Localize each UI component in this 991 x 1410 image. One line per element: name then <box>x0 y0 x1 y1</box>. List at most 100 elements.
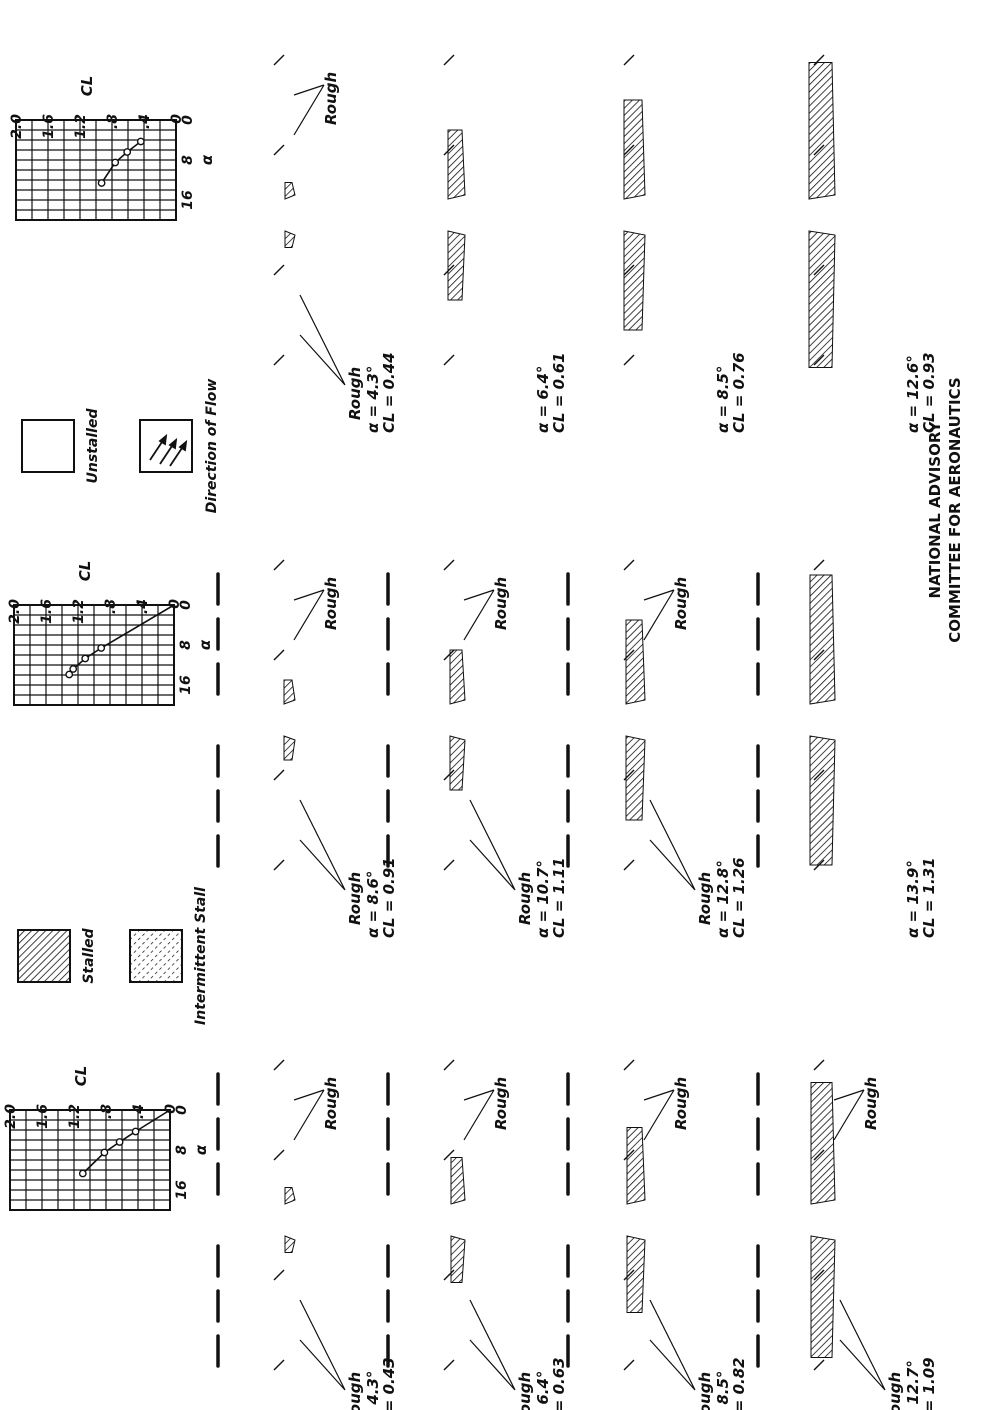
alpha-label: α = 4.3° <box>364 366 382 433</box>
alpha-label: α = 8.5° <box>714 366 732 433</box>
airplane-planform <box>224 540 412 901</box>
legend: Stalled Intermittent Stall Unstalled Dir… <box>17 379 220 1025</box>
alpha-tick-label: 16 <box>174 1180 190 1200</box>
cl-label: CL = 0.93 <box>920 352 938 433</box>
cl-label: CL = 1.31 <box>920 857 938 938</box>
rough-label: Rough <box>322 577 340 630</box>
legend-intermittent-stall: Intermittent Stall <box>129 887 209 1025</box>
airplane-planform <box>764 540 952 901</box>
chart-point <box>81 654 90 663</box>
legend-unstalled-label: Unstalled <box>85 408 101 484</box>
cl-axis-label: CL <box>76 561 94 582</box>
airplane-panel <box>216 540 412 901</box>
airplane-planform <box>574 35 762 396</box>
alpha-label: α = 6.4° <box>534 1371 552 1410</box>
airplane-planform <box>224 1040 412 1401</box>
flow-arrows <box>623 54 635 366</box>
stalled-region <box>626 1127 646 1313</box>
cl-tick-label: 2.0 <box>9 114 25 139</box>
airplane-panel <box>566 540 762 901</box>
rough-leader-lines <box>643 589 696 891</box>
rough-label: Rough <box>492 1077 510 1130</box>
stalled-region <box>450 1157 466 1283</box>
flow-arrows <box>273 559 285 871</box>
airplane-planform <box>394 35 582 396</box>
rough-label: Rough <box>322 1077 340 1130</box>
airplane-panel <box>756 1040 952 1401</box>
cl-tick-label: .8 <box>105 114 121 129</box>
chart-point <box>69 665 78 673</box>
alpha-axis-label: α <box>198 154 216 165</box>
cl-tick-label: 2.0 <box>3 1104 19 1129</box>
chart-series-line <box>100 140 142 184</box>
cl-tick-label: 0 <box>169 114 185 124</box>
alpha-label: α = 13.9° <box>904 860 922 938</box>
chart-grid <box>9 1109 171 1211</box>
legend-intermittent-label: Intermittent Stall <box>193 887 209 1025</box>
airplane-planform <box>224 35 412 396</box>
rough-label: Rough <box>346 367 364 420</box>
alpha-label: α = 4.3° <box>364 1371 382 1410</box>
chart-point <box>111 158 120 167</box>
cl-label: CL = 0.61 <box>550 352 568 433</box>
airplane-planform <box>394 540 582 901</box>
alpha-label: α = 12.7° <box>904 1360 922 1410</box>
alpha-label: α = 6.4° <box>534 366 552 433</box>
alpha-tick-label: 8 <box>174 1145 190 1155</box>
stalled-region <box>449 649 466 791</box>
rough-label: Rough <box>516 1372 534 1410</box>
chart-point <box>100 1148 109 1157</box>
flow-arrows <box>813 54 825 366</box>
rough-leader-lines <box>293 1089 346 1391</box>
alpha-label: α = 12.6° <box>904 355 922 433</box>
airplane-planform <box>764 1040 952 1401</box>
alpha-tick-label: 8 <box>180 155 196 165</box>
rough-label: Rough <box>516 872 534 925</box>
alpha-tick-label: 0 <box>174 1105 190 1115</box>
airplane-panel <box>394 35 582 396</box>
airplane-panel <box>386 1040 582 1401</box>
alpha-tick-label: 0 <box>178 600 194 610</box>
flow-arrows <box>623 559 635 871</box>
cl-tick-label: 1.6 <box>39 599 55 624</box>
rough-label: Rough <box>862 1077 880 1130</box>
stalled-region <box>283 679 296 761</box>
rough-leader-lines <box>463 1089 516 1391</box>
chart-point <box>65 670 74 679</box>
airplane-panel <box>216 1040 412 1401</box>
stalled-region <box>284 182 296 248</box>
cl-tick-label: 0 <box>163 1104 179 1114</box>
legend-stalled-label: Stalled <box>81 927 97 983</box>
alpha-tick-label: 16 <box>180 190 196 210</box>
chart-point <box>97 179 106 187</box>
cl-axis-label: CL <box>78 76 96 97</box>
chart-grid <box>13 604 175 706</box>
flow-arrows <box>443 559 455 871</box>
legend-direction-label: Direction of Flow <box>204 379 220 514</box>
chart-point <box>115 1138 124 1146</box>
chart-point <box>131 1127 140 1136</box>
legend-direction-of-flow: Direction of Flow <box>139 379 220 514</box>
cl-label: CL = 1.26 <box>730 857 748 938</box>
chart-point <box>123 148 132 156</box>
cl-tick-label: 1.6 <box>41 114 57 139</box>
cl-tick-label: 2.0 <box>7 599 23 624</box>
cl-label: CL = 1.11 <box>550 857 568 938</box>
alpha-tick-label: 16 <box>178 675 194 695</box>
flow-arrows <box>273 54 285 366</box>
cl-tick-label: .4 <box>135 599 151 614</box>
cl-tick-label: 1.2 <box>73 114 89 139</box>
rough-leader-lines <box>833 1089 886 1391</box>
cl-tick-label: .8 <box>103 599 119 614</box>
stalled-region <box>808 62 836 368</box>
airplane-panel <box>574 35 762 396</box>
rough-label: Rough <box>492 577 510 630</box>
rough-leader-lines <box>293 589 346 891</box>
cl-axis-label: CL <box>72 1066 90 1087</box>
cl-tick-label: 1.2 <box>71 599 87 624</box>
airplane-panel <box>764 35 952 396</box>
